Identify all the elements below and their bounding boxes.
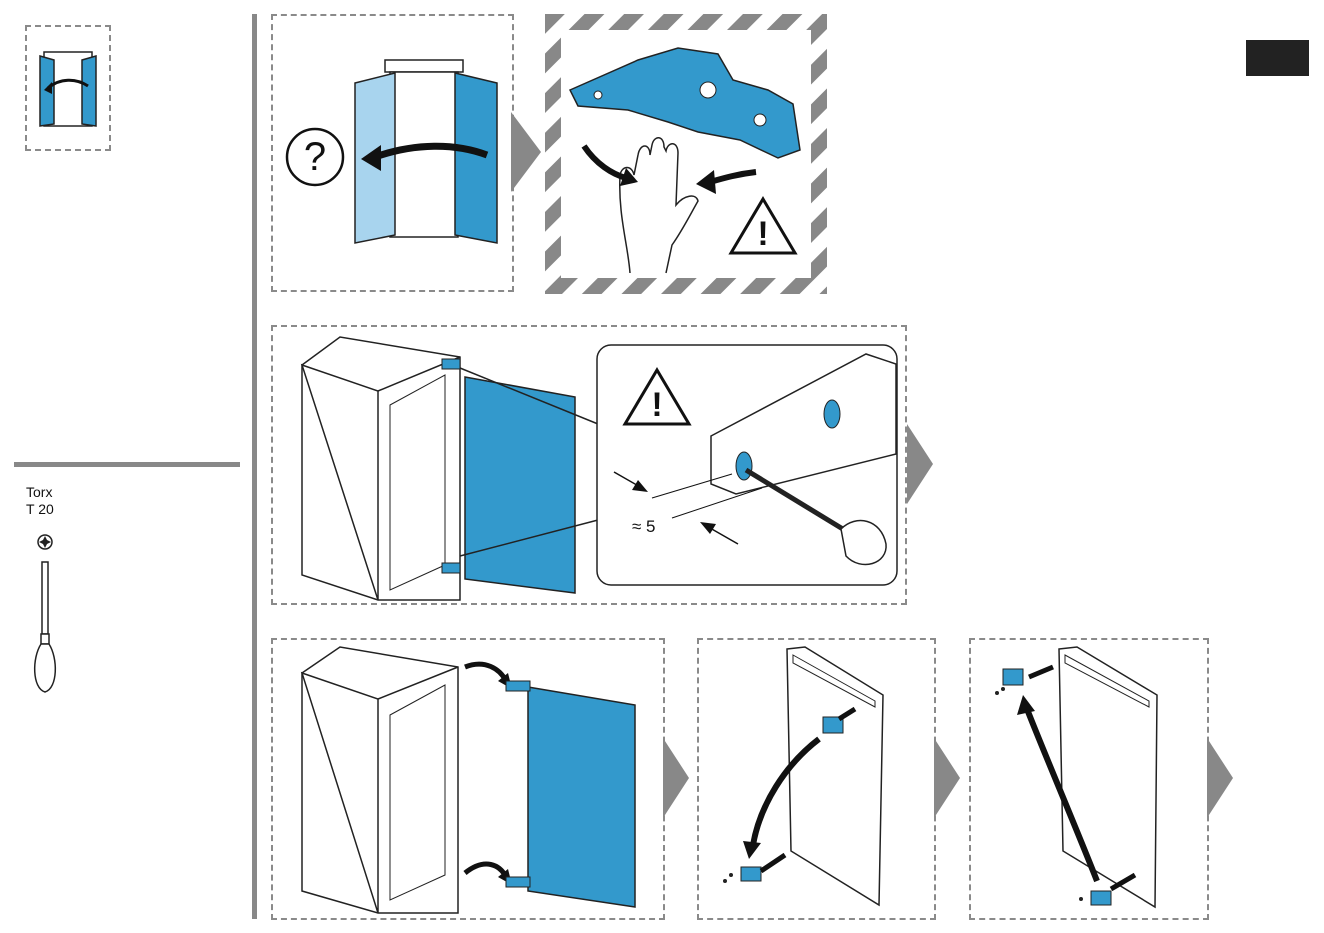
section-divider-vertical xyxy=(252,14,257,919)
warning-exclamation-text-2: ! xyxy=(622,385,692,425)
question-mark-text: ? xyxy=(284,126,346,188)
fridge-doors-thumbnail xyxy=(36,48,100,130)
page-tab-marker xyxy=(1246,40,1309,76)
pinch-arrow-right-icon xyxy=(694,160,758,200)
tool-name: Torx xyxy=(26,484,52,501)
door-hinge-swap-up-illustration xyxy=(985,645,1185,910)
pinch-arrow-left-icon xyxy=(582,140,642,190)
screwdriver-icon xyxy=(30,528,60,698)
next-step-arrow-icon xyxy=(511,112,543,192)
warning-exclamation-text: ! xyxy=(728,214,798,254)
next-step-arrow-icon-2 xyxy=(907,424,935,504)
zoom-lines xyxy=(460,360,610,560)
section-divider-horizontal xyxy=(14,462,240,467)
tool-size: T 20 xyxy=(26,501,54,518)
fridge-door-removed-illustration xyxy=(300,645,645,915)
next-step-arrow-icon-5 xyxy=(1207,738,1235,818)
next-step-arrow-icon-3 xyxy=(663,738,691,818)
door-hinge-swap-down-illustration xyxy=(715,645,890,910)
next-step-arrow-icon-4 xyxy=(934,738,962,818)
dimension-label: ≈ 5 xyxy=(632,517,656,537)
fridge-open-doors-illustration xyxy=(355,55,500,245)
